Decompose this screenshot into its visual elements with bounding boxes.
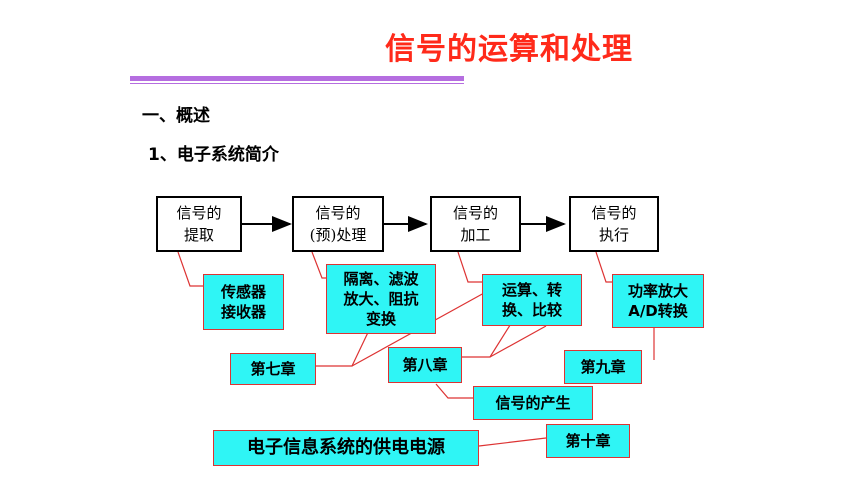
callout-chapter-10: 第十章 [546,424,630,458]
title-rule-thin [130,83,464,84]
section-heading: 一、概述 [142,106,210,126]
page-title: 信号的运算和处理 [385,32,633,67]
flow-box-process: 信号的 加工 [430,196,521,252]
callout-power: 功率放大 A/D转换 [612,274,704,328]
flow-box-execute: 信号的 执行 [569,196,659,252]
callout-chapter-9: 第九章 [564,350,642,384]
flow-box-preprocess: 信号的 (预)处理 [292,196,384,252]
subsection-heading: 1、电子系统简介 [148,145,279,165]
callout-chapter-7: 第七章 [230,353,316,385]
callout-isolate: 隔离、滤波 放大、阻抗 变换 [326,264,436,334]
link-ch8-compute-a [462,321,513,358]
link-ch8-compute-b [489,325,547,358]
leader-compute [457,251,482,283]
leader-isolate [311,251,326,279]
title-rule-thick [130,76,464,81]
leader-sensor [177,251,203,287]
link-supply-ch10 [478,437,547,447]
leader-power [595,251,612,283]
callout-compute: 运算、转 换、比较 [482,274,582,326]
callout-sensor: 传感器 接收器 [203,274,284,330]
callout-chapter-8: 第八章 [388,347,462,383]
link-ch8-gen [435,383,473,399]
callout-signal-generation: 信号的产生 [473,386,593,420]
flow-box-extract: 信号的 提取 [156,196,242,252]
callout-power-supply: 电子信息系统的供电电源 [213,430,479,466]
